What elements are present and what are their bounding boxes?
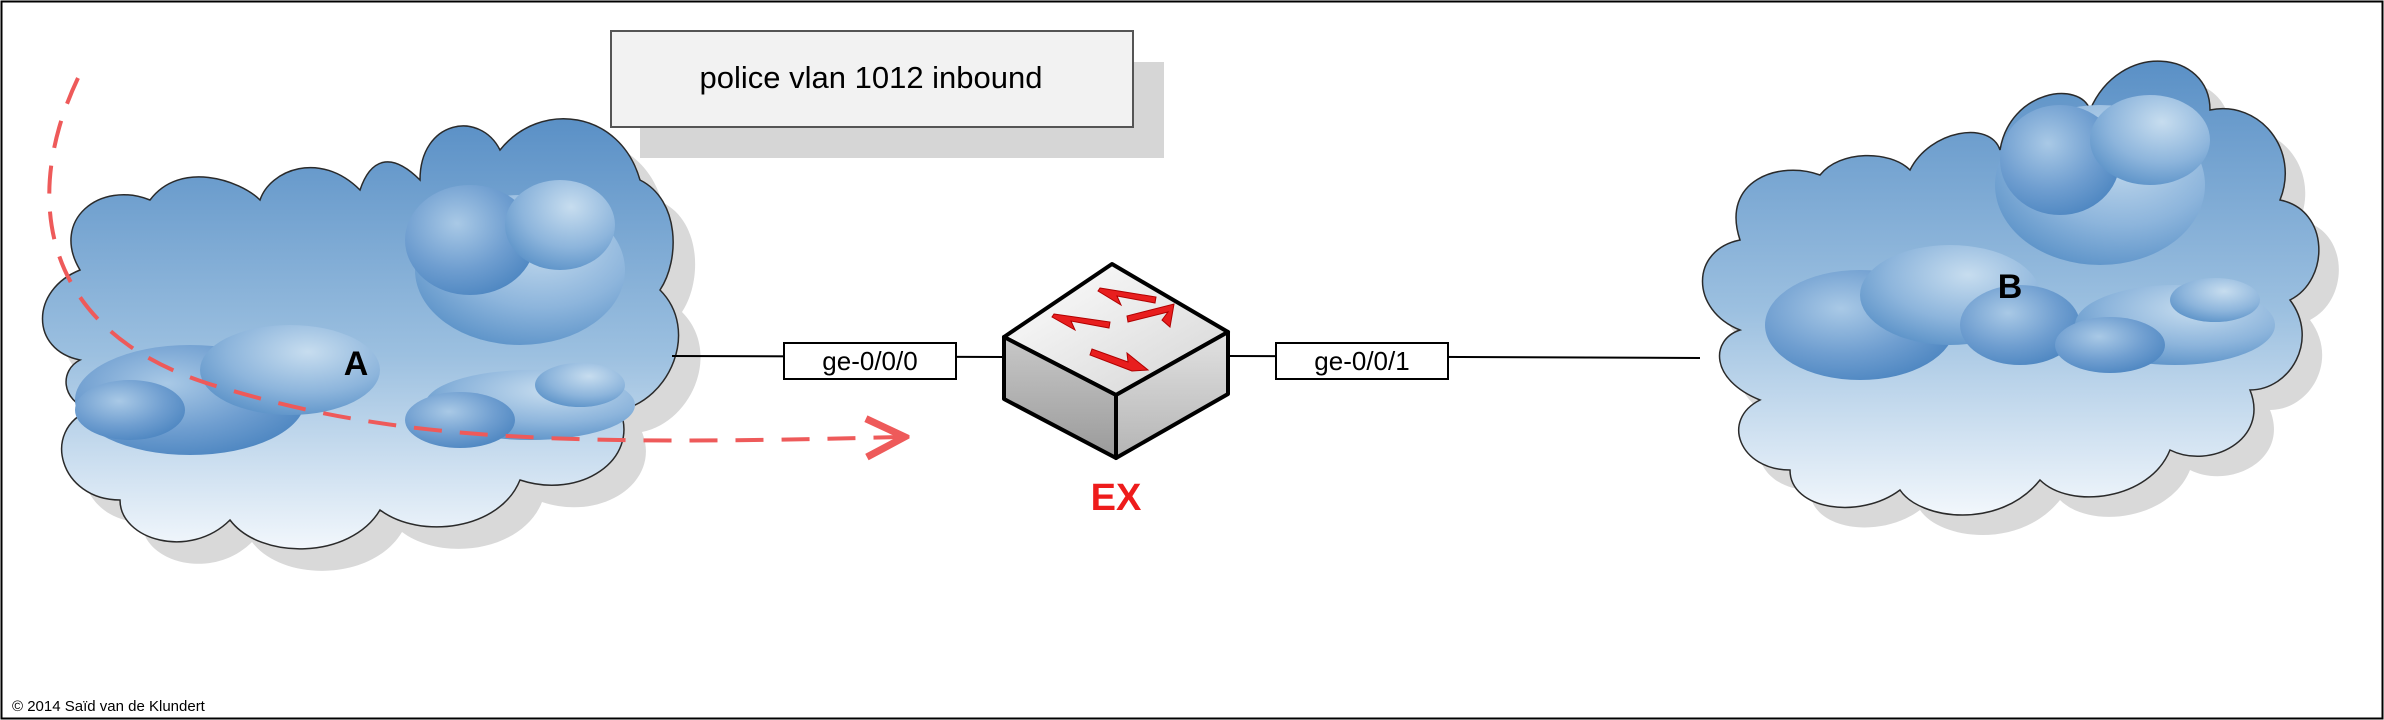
- policy-callout: police vlan 1012 inbound: [610, 30, 1164, 158]
- cloud-b-label: B: [1998, 268, 2023, 306]
- traffic-path-arrow: [47, 77, 900, 440]
- switch-arrows-icon: [1051, 287, 1175, 372]
- interface-right-label: ge-0/0/1: [1314, 346, 1409, 376]
- ex-switch: EX: [1002, 262, 1230, 519]
- cloud-a-label: A: [344, 345, 369, 383]
- interface-right: ge-0/0/1: [1275, 342, 1449, 380]
- copyright-text: © 2014 Saïd van de Klundert: [12, 698, 206, 715]
- interface-left: ge-0/0/0: [783, 342, 957, 380]
- policy-text: police vlan 1012 inbound: [700, 60, 1043, 95]
- switch-label: EX: [1091, 477, 1142, 519]
- cloud-b: B: [1701, 60, 2339, 535]
- cloud-a: A: [41, 118, 701, 571]
- interface-left-label: ge-0/0/0: [822, 346, 917, 376]
